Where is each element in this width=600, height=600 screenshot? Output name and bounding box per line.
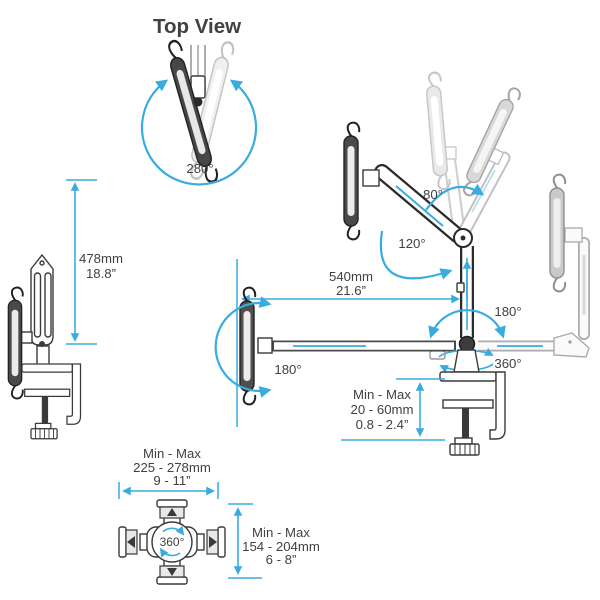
height-minmax-label: Min - Max (252, 525, 310, 540)
clamp-stem (453, 349, 480, 373)
swing-arc-80-icon (425, 183, 485, 211)
holder-rotation-arc2-icon (159, 547, 181, 558)
tablet-ghost-up-icon (423, 71, 452, 191)
desk-clamp-icon (21, 363, 82, 440)
main-view: 540mm 21.6” 80° 120° (214, 71, 590, 456)
reach-dimension: 540mm 21.6” (236, 259, 460, 427)
clamp-dimension: Min - Max 20 - 60mm 0.8 - 2.4” (341, 378, 445, 441)
tablet-main-upper-icon (343, 121, 361, 241)
swing-80-label: 80° (423, 187, 443, 202)
ghost-arm-vertical (423, 71, 466, 238)
height-range-mm-label: 154 - 204mm (242, 539, 320, 554)
swing-120-label: 120° (398, 236, 425, 251)
rotation-280-label: 280° (186, 161, 213, 176)
reach-in-label: 21.6” (336, 283, 366, 298)
pan-left-180-label: 180° (274, 362, 301, 377)
rotation-arc-280-icon (140, 79, 258, 186)
arm-assembly-icon (257, 164, 476, 360)
desk-clamp-main-icon (439, 371, 506, 456)
ghost-arm-right (478, 173, 590, 358)
top-view-inset: Top View 280° (140, 15, 258, 186)
holder-rotation-arc1-icon (162, 526, 185, 536)
clamp-minmax-label: Min - Max (353, 387, 411, 402)
pan-right-180-label: 180° (494, 304, 521, 319)
top-view-title: Top View (153, 15, 241, 38)
reach-mm-label: 540mm (329, 269, 373, 284)
side-view-arm-icon (19, 253, 54, 367)
pan-arc-right-180-icon (428, 309, 506, 339)
width-range-mm-label: 225 - 278mm (133, 460, 211, 475)
height-range-in-label: 6 - 8” (266, 552, 297, 567)
height-dimension: 478mm 18.8” (66, 179, 123, 345)
tablet-ghost-right-icon (549, 173, 567, 293)
swing-arc-120-icon (379, 230, 453, 280)
pan-arc-left-180-icon (214, 296, 272, 398)
height-in-label: 18.8” (86, 266, 116, 281)
clamp-range-in-label: 0.8 - 2.4” (356, 417, 409, 432)
width-minmax-label: Min - Max (143, 446, 201, 461)
width-range-in-label: 9 - 11” (153, 473, 190, 488)
top-view-pivot (193, 97, 203, 107)
height-mm-label: 478mm (79, 251, 123, 266)
holder-height-dimension: Min - Max 154 - 204mm 6 - 8” (228, 503, 320, 579)
holder-rotation-label: 360° (160, 535, 185, 549)
ghost-arm-tilted (457, 84, 524, 239)
holder-cross-icon: 360° (118, 499, 226, 585)
tablet-side-icon (7, 286, 24, 400)
clamp-range-mm-label: 20 - 60mm (350, 402, 413, 417)
side-view: 478mm 18.8” (7, 179, 123, 440)
holder-width-dimension: Min - Max 225 - 278mm 9 - 11” (118, 446, 219, 499)
swivel-360-label: 360° (494, 356, 521, 371)
holder-view: Min - Max 225 - 278mm 9 - 11” (118, 446, 320, 585)
